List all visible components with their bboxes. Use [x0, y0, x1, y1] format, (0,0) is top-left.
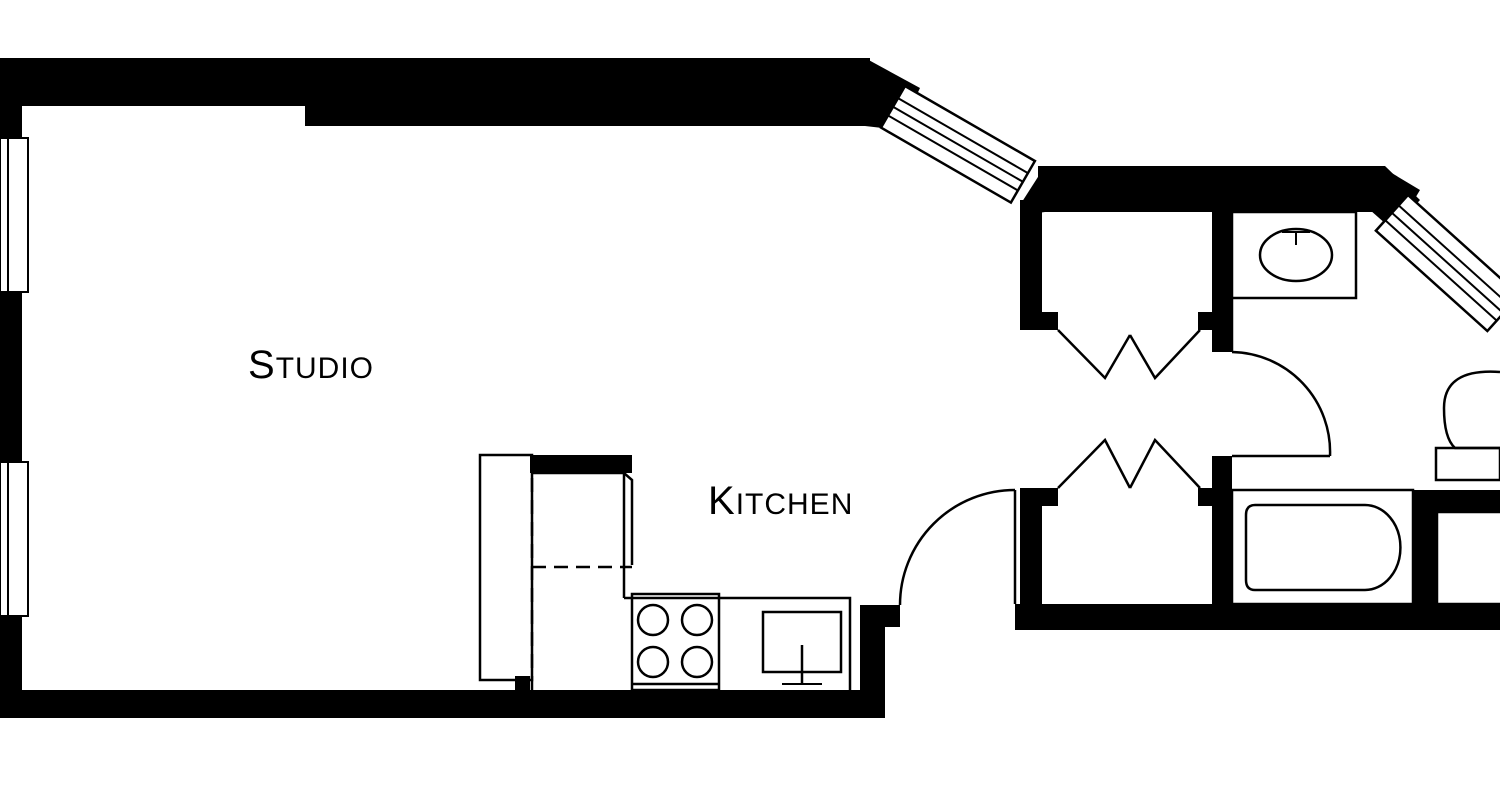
doors — [898, 329, 1332, 606]
bath-sink-icon — [1258, 227, 1334, 283]
counter-post — [515, 676, 530, 692]
bottom-wall — [0, 690, 885, 718]
diagonal-wall-c — [1370, 166, 1420, 232]
burner-icon — [636, 645, 670, 679]
upper-closet-bifold-left — [1057, 329, 1132, 381]
window-diagonal-1 — [879, 84, 1037, 205]
top-wall-right — [305, 58, 870, 126]
top-wall-left — [0, 58, 310, 106]
divider-jamb-lower — [1198, 488, 1232, 506]
window-diagonal-2 — [1374, 193, 1500, 333]
entry-door-swing — [898, 488, 1016, 606]
linen-cabinet — [1435, 510, 1500, 606]
closet-top-wall — [1038, 166, 1420, 228]
counter-wall-top — [530, 455, 632, 473]
lower-closet-left-jamb — [1020, 488, 1058, 506]
divider-wall-upper — [1212, 210, 1232, 352]
stove — [630, 592, 721, 692]
bath-door-swing — [1231, 350, 1332, 457]
bathtub-basin — [1244, 503, 1402, 592]
divider-wall-lower — [1212, 456, 1232, 628]
lower-closet-bifold-left — [1057, 437, 1132, 489]
walls — [0, 58, 1500, 718]
lower-closet-left-wall — [1020, 488, 1042, 628]
bath-fixtures — [1230, 210, 1500, 606]
upper-closet-bifold-right — [1128, 329, 1201, 381]
window-left-lower — [0, 461, 29, 617]
bathtub — [1230, 488, 1415, 606]
upper-closet-left-jamb — [1020, 312, 1058, 330]
toilet-bowl — [1442, 370, 1500, 450]
kitchen-fixtures — [478, 453, 852, 692]
kitchen-counter — [478, 453, 534, 682]
upper-closet-left-wall — [1020, 200, 1042, 330]
windows — [0, 84, 1500, 617]
toilet-tank — [1434, 446, 1500, 482]
bath-inner-wall — [1413, 490, 1437, 610]
kitchen-door-jamb — [860, 605, 900, 627]
burner-icon — [680, 645, 714, 679]
window-left-upper — [0, 137, 29, 293]
lower-closet-bifold-right — [1128, 437, 1201, 489]
burner-icon — [636, 603, 670, 637]
burner-icon — [680, 603, 714, 637]
refrigerator — [532, 471, 634, 565]
room-label-kitchen: KITCHEN — [708, 479, 853, 523]
bath-right-stub — [1437, 490, 1500, 512]
lower-counter — [624, 596, 852, 690]
divider-jamb-upper — [1198, 312, 1232, 330]
room-label-studio: STUDIO — [248, 343, 374, 387]
vanity — [1230, 210, 1358, 300]
